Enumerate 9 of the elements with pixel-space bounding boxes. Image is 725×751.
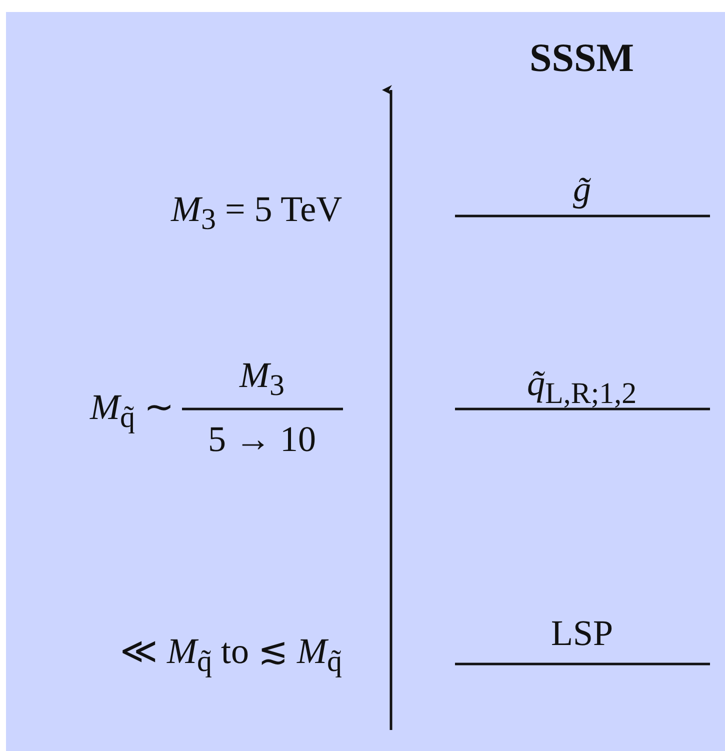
fraction-denominator: 5 → 10	[208, 420, 316, 460]
title: SSSM	[530, 36, 634, 80]
level-label: q̃$_{L,R;1,2}$	[527, 364, 637, 410]
level-label: g̃	[573, 170, 591, 210]
fraction-numerator: M$_{3}$	[240, 356, 284, 402]
level-label: LSP	[551, 614, 614, 654]
mass-label: M$_{q̃}$ ∼	[90, 388, 174, 434]
mass-label: M$_{3}$ = 5 TeV	[171, 190, 342, 236]
mass-label: ≪ M$_{q̃}$ to ≲ M$_{q̃}$	[120, 632, 342, 678]
